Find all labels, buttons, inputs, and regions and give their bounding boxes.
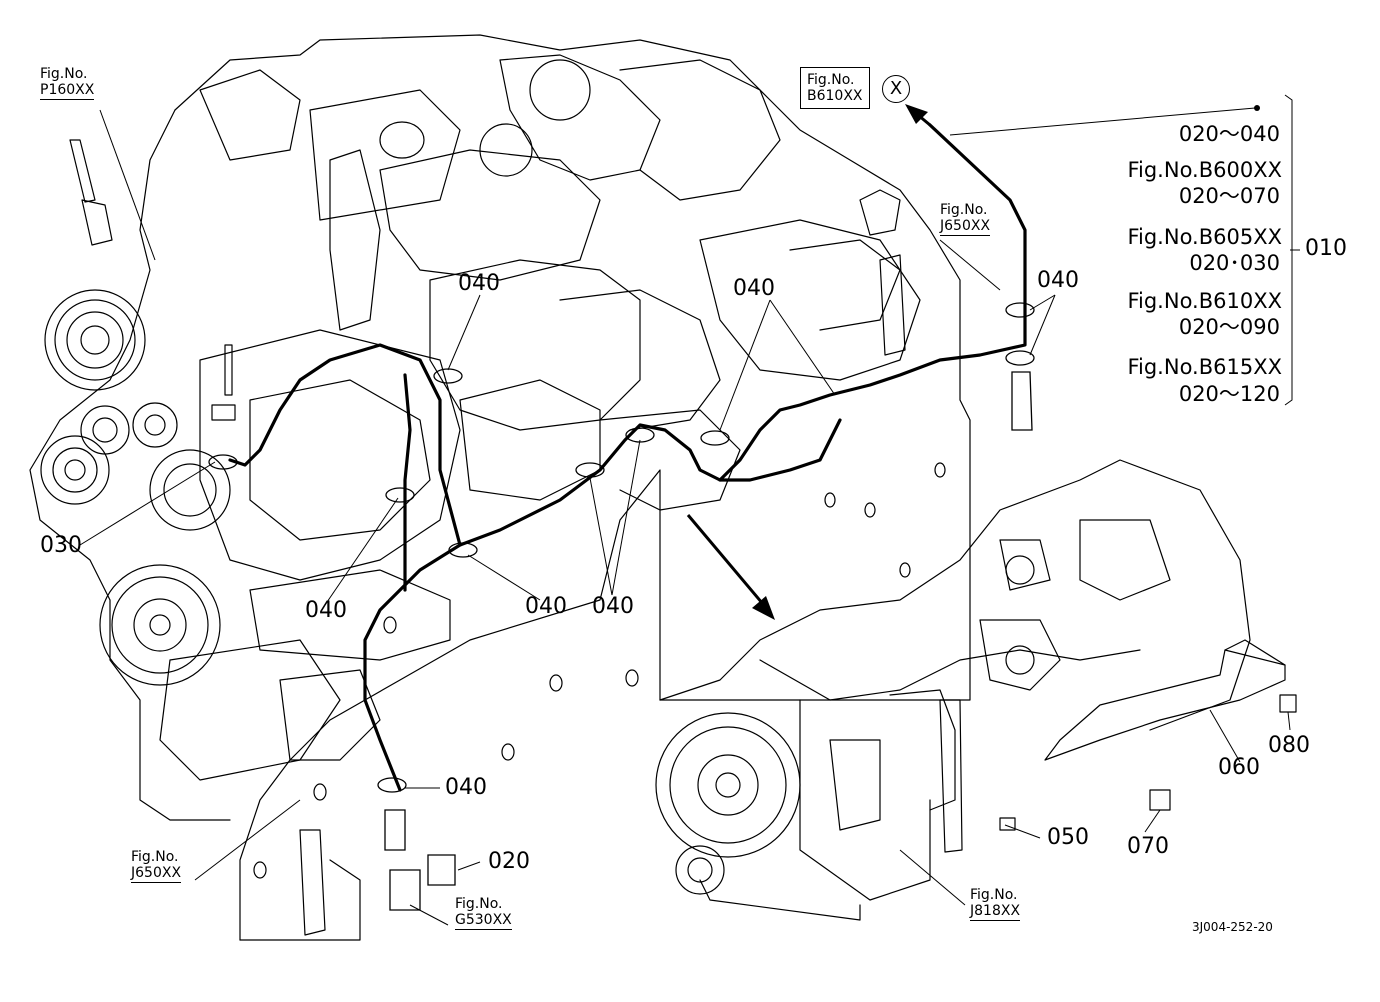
figure-ref-code: B610XX [807, 88, 863, 104]
figure-ref-title: Fig.No. [970, 887, 1018, 903]
figure-ref-code: J650XX [940, 218, 991, 236]
figure-ref-code: J650XX [131, 865, 182, 883]
insert-view-block [655, 459, 1297, 921]
figure-ref-title: Fig.No. [455, 896, 503, 912]
reference-list-item: 020～090 [1178, 315, 1280, 339]
part-label-070: 070 [1127, 834, 1169, 859]
figure-ref-p160: Fig.No. P160XX [40, 66, 95, 100]
figure-ref-code: J818XX [970, 903, 1021, 921]
figure-ref-j818: Fig.No. J818XX [970, 887, 1021, 921]
figure-ref-g530: Fig.No. G530XX [455, 896, 512, 930]
part-label-030: 030 [40, 533, 82, 558]
drawing-code: 3J004-252-20 [1192, 920, 1273, 934]
figure-ref-j650-bottom: Fig.No. J650XX [131, 849, 182, 883]
figure-ref-code: P160XX [40, 82, 95, 100]
figure-ref-title: Fig.No. [131, 849, 179, 865]
figure-ref-title: Fig.No. [40, 66, 88, 82]
reference-dot [1254, 105, 1260, 111]
harness-clamps [208, 302, 1035, 911]
part-label-010: 010 [1305, 236, 1347, 261]
view-arrows [686, 108, 931, 611]
wiring-harness [228, 123, 1027, 792]
reference-list-item: Fig.No.B600XX [1127, 158, 1282, 182]
reference-list-item: Fig.No.B610XX [1127, 289, 1282, 313]
part-label-040: 040 [525, 594, 567, 619]
part-label-040: 040 [733, 276, 775, 301]
part-label-040: 040 [1037, 268, 1079, 293]
arrowheads [752, 104, 928, 620]
part-label-080: 080 [1268, 733, 1310, 758]
reference-list-item: 020･030 [1189, 251, 1280, 275]
part-label-020: 020 [488, 849, 530, 874]
part-label-040: 040 [445, 775, 487, 800]
part-label-040: 040 [305, 598, 347, 623]
front-pulleys [40, 289, 231, 686]
engine-block [29, 34, 971, 941]
reference-list-item: 020～040 [1178, 122, 1280, 146]
figure-ref-title: Fig.No. [940, 202, 988, 218]
leader-lines [79, 94, 1300, 926]
part-label-050: 050 [1047, 825, 1089, 850]
reference-list-item: 020～070 [1178, 184, 1280, 208]
figure-ref-title: Fig.No. [807, 72, 855, 88]
left-sensor [69, 139, 236, 421]
figure-ref-j650-top: Fig.No. J650XX [940, 202, 991, 236]
reference-list-item: Fig.No.B605XX [1127, 225, 1282, 249]
connection-marker-x: X [882, 75, 910, 103]
part-label-060: 060 [1218, 755, 1260, 780]
part-label-040: 040 [458, 271, 500, 296]
figure-ref-code: G530XX [455, 912, 512, 930]
reference-list-item: Fig.No.B615XX [1127, 355, 1282, 379]
block-holes [253, 462, 946, 879]
part-label-040: 040 [592, 594, 634, 619]
reference-list-item: 020～120 [1178, 382, 1280, 406]
figure-ref-b610: Fig.No. B610XX [800, 67, 870, 109]
